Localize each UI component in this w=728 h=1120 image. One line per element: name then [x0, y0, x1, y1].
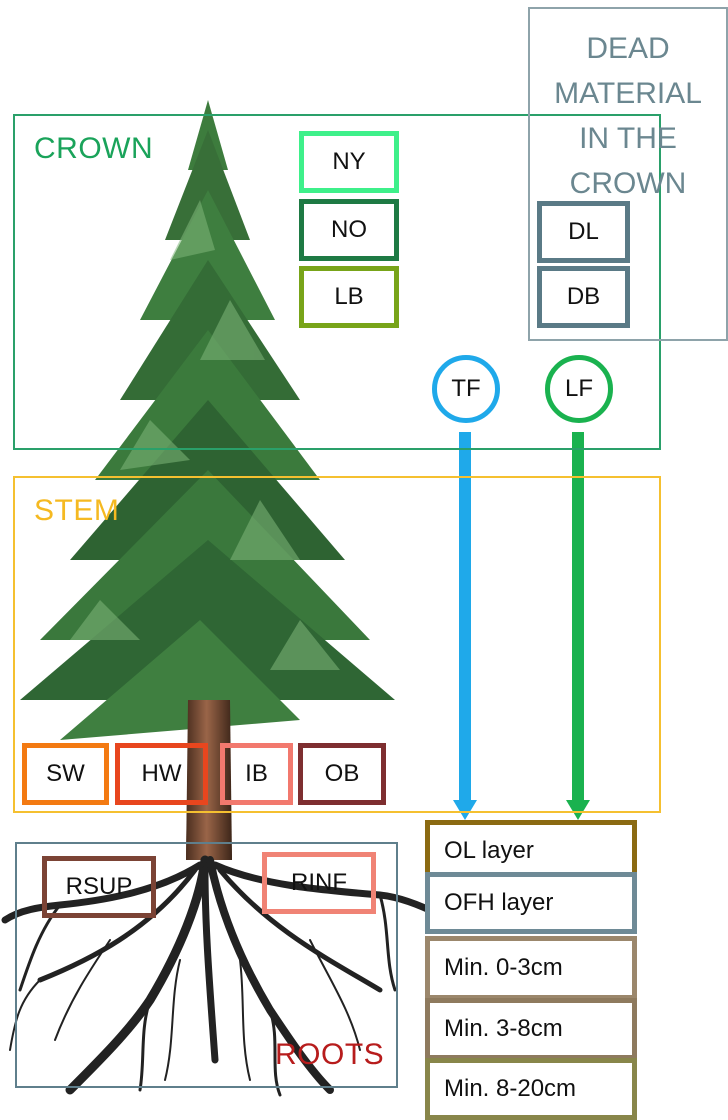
dead-label-line-2: MATERIAL — [554, 77, 702, 110]
dead-material-label: DEAD MATERIAL IN THE CROWN — [528, 26, 728, 206]
soil-layer-ofh: OFH layer — [425, 872, 637, 934]
dead-box-db: DB — [537, 266, 630, 328]
throughfall-arrow — [453, 432, 477, 820]
stem-box-ob: OB — [298, 743, 386, 805]
roots-region — [15, 842, 398, 1088]
dead-label-line-1: DEAD — [586, 32, 670, 65]
crown-box-no: NO — [299, 199, 399, 261]
dead-label-line-3: IN THE — [579, 122, 677, 155]
stem-box-ib: IB — [220, 743, 293, 805]
soil-layer-ol: OL layer — [425, 820, 637, 882]
dead-box-dl: DL — [537, 201, 630, 263]
stem-box-sw: SW — [22, 743, 109, 805]
crown-box-lb: LB — [299, 266, 399, 328]
root-box-rsup: RSUP — [42, 856, 156, 918]
litterfall-arrow — [566, 432, 590, 820]
foliage — [20, 100, 395, 740]
root-box-rinf: RINF — [262, 852, 376, 914]
crown-box-ny: NY — [299, 131, 399, 193]
soil-layer-min-3-8: Min. 3-8cm — [425, 998, 637, 1060]
soil-layer-min-8-20: Min. 8-20cm — [425, 1058, 637, 1120]
dead-material-region — [528, 7, 728, 341]
stem-region — [13, 476, 661, 813]
crown-label: CROWN — [34, 132, 154, 165]
soil-layer-min-0-3: Min. 0-3cm — [425, 936, 637, 1000]
root-system — [1, 855, 444, 1097]
roots-label: ROOTS — [275, 1038, 385, 1071]
flux-circle-tf: TF — [432, 355, 500, 423]
dead-label-line-4: CROWN — [569, 167, 687, 200]
stem-box-hw: HW — [115, 743, 208, 805]
crown-region — [13, 114, 661, 450]
foliage-highlights — [70, 200, 340, 670]
flux-circle-lf: LF — [545, 355, 613, 423]
stem-label: STEM — [34, 494, 120, 527]
